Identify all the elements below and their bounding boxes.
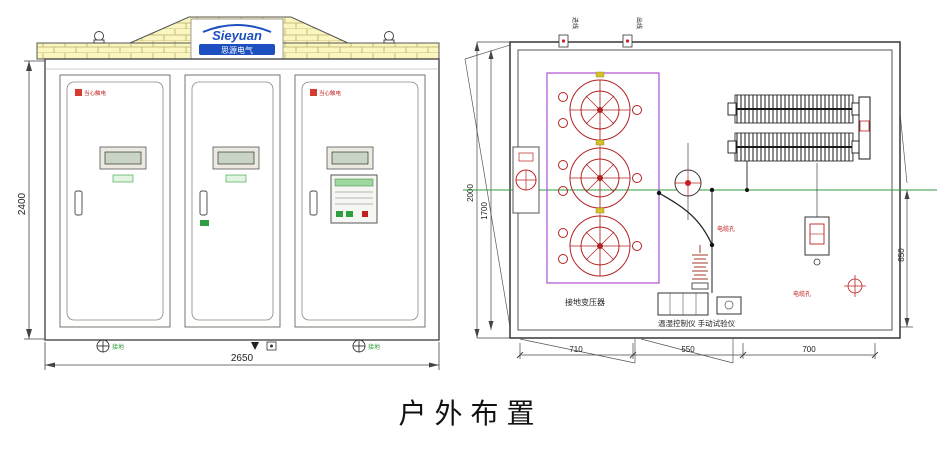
outgoing-label: 出线 (635, 17, 643, 29)
radiator-bank-2 (727, 132, 861, 162)
door-handle (74, 190, 83, 216)
door-1: 当心触电 (59, 74, 171, 328)
plan-view-drawing: 进线 出线 2000 1700 850 (463, 17, 937, 364)
ground-label-left: 接地 (112, 343, 124, 351)
door-green-tag (200, 220, 209, 226)
roof-entry-outgoing (622, 34, 633, 48)
radiator-bank-1 (727, 94, 861, 124)
centerline-target (844, 275, 866, 297)
dimension-bottom (516, 343, 879, 359)
dim-width-label: 2650 (231, 353, 254, 364)
logo-subtext: 思源电气 (221, 45, 253, 55)
dimension-width (44, 342, 440, 370)
transformer-1 (558, 71, 642, 141)
logo-swoosh-icon (202, 24, 272, 33)
ground-terminal-left (96, 339, 110, 353)
cable-label-1: 电缆孔 (717, 225, 735, 233)
front-elevation-drawing: 2400 Sieyuan 思源电气 (17, 16, 440, 370)
dim-bottom-2-label: 550 (681, 345, 695, 354)
display-unit (326, 146, 374, 170)
lifting-lug-left (93, 31, 105, 44)
datum-arrow-icon (251, 342, 259, 350)
door-3: 当心触电 (294, 74, 426, 328)
bottom-door-swings (519, 338, 734, 364)
radiator-header (858, 96, 871, 160)
cabinet-base: 接地 接地 (96, 339, 380, 353)
door-handle (309, 190, 318, 216)
door-tag (225, 174, 247, 183)
door-handle (199, 190, 208, 216)
dim-height-label: 2400 (17, 192, 28, 215)
dimension-height (24, 60, 45, 340)
roof: Sieyuan 思源电气 (36, 16, 440, 60)
dim-bottom-3-label: 700 (802, 345, 816, 354)
display-unit (99, 146, 147, 170)
door-2 (184, 74, 281, 328)
svg-text:当心触电: 当心触电 (319, 89, 342, 97)
ground-terminal-right (352, 339, 366, 353)
transformer-2 (558, 139, 642, 209)
display-unit (212, 146, 260, 170)
door-swing-left (464, 44, 511, 328)
transformer-label: 接地变压器 (565, 297, 605, 307)
incoming-label: 进线 (571, 17, 579, 29)
control-boxes (657, 292, 742, 316)
transformer-3 (558, 207, 642, 277)
dim-depth-inner-label: 1700 (480, 202, 489, 220)
cable-run (656, 187, 715, 293)
warning-label: 当心触电 (310, 89, 342, 97)
dim-right-label: 850 (897, 248, 906, 262)
fan (674, 143, 702, 220)
control-label: 温湿控制仪 手动试验仪 (658, 318, 736, 328)
cable-label-2: 电缆孔 (793, 290, 811, 298)
lv-box (804, 163, 830, 266)
svg-text:当心触电: 当心触电 (84, 89, 107, 97)
dim-bottom-1-label: 710 (569, 345, 583, 354)
roof-entry-incoming (558, 34, 569, 48)
radiator-drop (745, 161, 749, 192)
drawing-title: 户外布置 (398, 398, 543, 429)
pt-cabinet (512, 146, 540, 214)
arrester (691, 245, 709, 290)
ground-label-right: 接地 (368, 343, 380, 351)
logo-plate: Sieyuan 思源电气 (190, 18, 284, 60)
warning-label: 当心触电 (75, 89, 107, 97)
logo-text: Sieyuan (212, 28, 262, 43)
control-panel (330, 174, 378, 224)
dim-depth-outer-label: 2000 (466, 184, 475, 202)
door-tag (112, 174, 134, 183)
lifting-lug-right (383, 31, 395, 44)
base-socket (266, 341, 277, 351)
